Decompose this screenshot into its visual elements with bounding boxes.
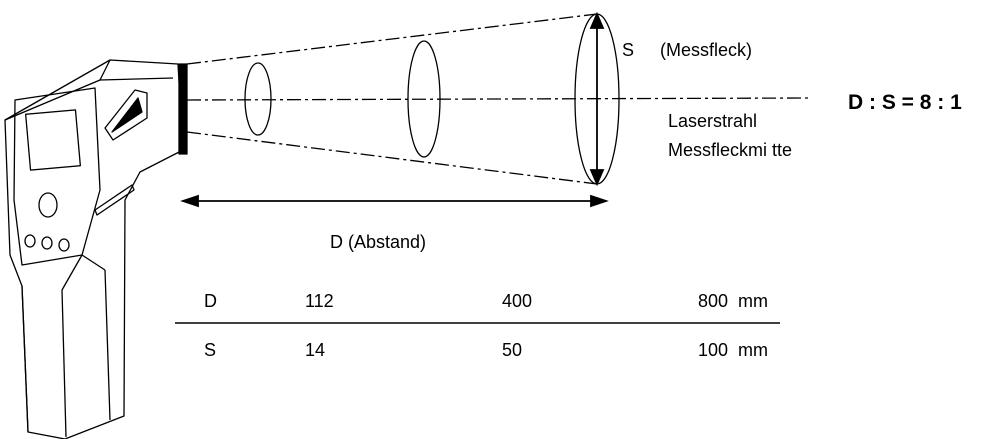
round-button xyxy=(38,192,58,218)
table-row-d-value-1: 112 xyxy=(305,291,334,311)
spot-name-label: (Messfleck) xyxy=(660,40,752,60)
small-button-1 xyxy=(24,234,36,248)
distance-spot-table: D 112 400 800 mm S 14 50 100 mm xyxy=(175,291,780,360)
distance-arrow xyxy=(180,194,609,208)
spot-label: S xyxy=(622,40,634,60)
spot-near xyxy=(244,62,272,136)
table-row-s-value-1: 14 xyxy=(305,340,325,360)
small-button-3 xyxy=(58,238,70,252)
spot-center-label: Messfleckmi tte xyxy=(668,140,792,160)
spot-mid xyxy=(407,40,441,158)
table-row-d-value-3: 800 mm xyxy=(698,291,768,311)
thermometer-device xyxy=(4,59,188,439)
laser-label: Laserstrahl xyxy=(668,111,757,131)
lens-front xyxy=(178,63,188,155)
spot-size-arrow xyxy=(589,11,605,187)
small-button-2 xyxy=(41,236,53,250)
table-row-d-label: D xyxy=(204,291,217,311)
table-row-s-label: S xyxy=(204,340,216,360)
table-row-s-value-3: 100 mm xyxy=(698,340,768,360)
distance-label: D (Abstand) xyxy=(330,232,426,252)
sensor-window xyxy=(104,89,148,141)
measurement-cone xyxy=(186,13,809,185)
display-screen xyxy=(25,109,81,171)
ratio-label: D : S = 8 : 1 xyxy=(848,91,962,114)
table-row-d-value-2: 400 xyxy=(502,291,532,311)
table-row-s-value-2: 50 xyxy=(502,340,522,360)
